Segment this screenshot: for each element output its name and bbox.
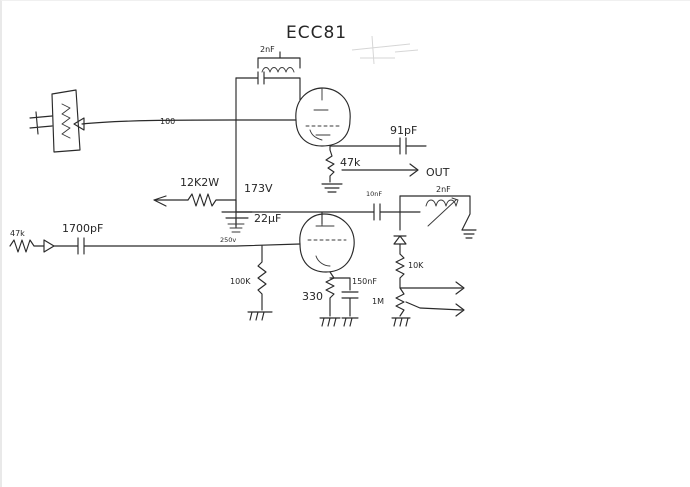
lower-plate-wiring [235,195,477,239]
input-47k-label: 47k [10,229,25,238]
cap-250v-label: 250v [220,236,236,244]
tube-type-label: ECC81 [286,23,347,43]
plate-feedback-network [235,51,301,229]
lower-cathode-network [319,271,359,327]
r-12k2w-label: 12K2W [180,176,219,189]
voltage-173v-label: 173V [244,182,273,195]
bleed-through-marks [351,35,419,65]
b-plus-dropping-resistor [153,193,237,207]
r-100k-label: 100K [230,277,251,286]
lower-triode-tube [299,213,355,273]
out-label: OUT [426,166,450,179]
upper-cathode-network [321,137,427,193]
grid-leak-resistor [247,245,273,321]
cap-10nf-label: 10nF [366,190,382,198]
volume-potentiometer [29,89,85,153]
grid-input-wire [81,119,297,125]
r-47k-label: 47k [340,156,361,169]
cap-91pf-label: 91pF [390,124,417,137]
r-1m-label: 1M [372,297,384,306]
cap-1700pf-label: 1700pF [62,222,103,235]
cap-2nf-top-label: 2nF [260,45,275,54]
tone-output-network [391,211,465,327]
r-330-label: 330 [302,290,323,303]
upper-triode-tube [295,87,351,147]
input-chain [9,237,301,255]
cap-2nf-right-label: 2nF [436,185,451,194]
wire-100-label: 100 [160,117,175,126]
cap-150nf-label: 150nF [352,277,377,286]
cap-22uf-label: 22µF [254,212,281,225]
r-10k-label: 10K [408,261,424,270]
filter-capacitor-22uf [221,199,253,233]
